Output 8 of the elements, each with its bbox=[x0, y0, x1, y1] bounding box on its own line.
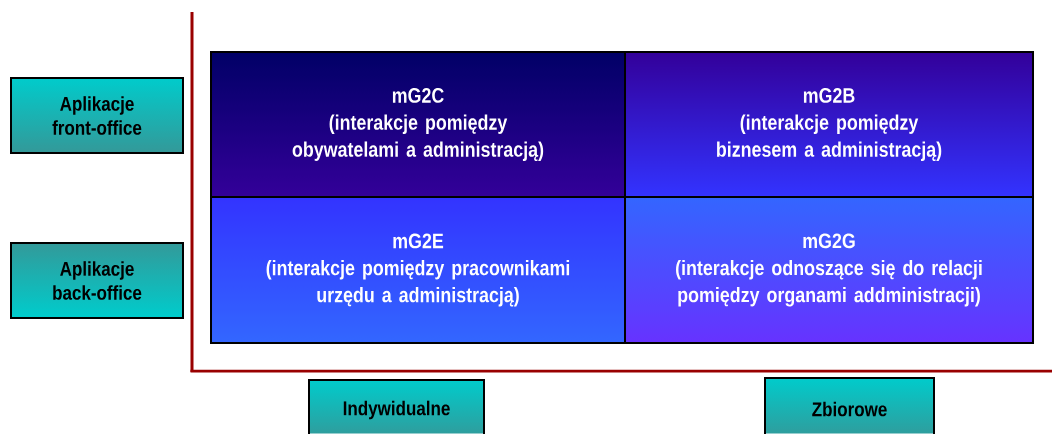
quadrant-cell: mG2C (interakcje pomiędzy obywatelami a administracją) bbox=[210, 51, 626, 198]
quadrant-cell: mG2E (interakcje pomiędzy pracownikami urzędu a administracją) bbox=[210, 196, 626, 344]
category-box: Indywidualne bbox=[308, 379, 485, 434]
quadrant-cell: mG2B (interakcje pomiędzy biznesem a administracją) bbox=[624, 51, 1034, 198]
category-box: Aplikacje back-office bbox=[10, 242, 184, 319]
category-box: Aplikacje front-office bbox=[10, 77, 184, 154]
category-box: Zbiorowe bbox=[764, 377, 935, 434]
quadrant-cell: mG2G (interakcje odnoszące się do relacji pomiędzy organami addministracji) bbox=[624, 196, 1034, 344]
